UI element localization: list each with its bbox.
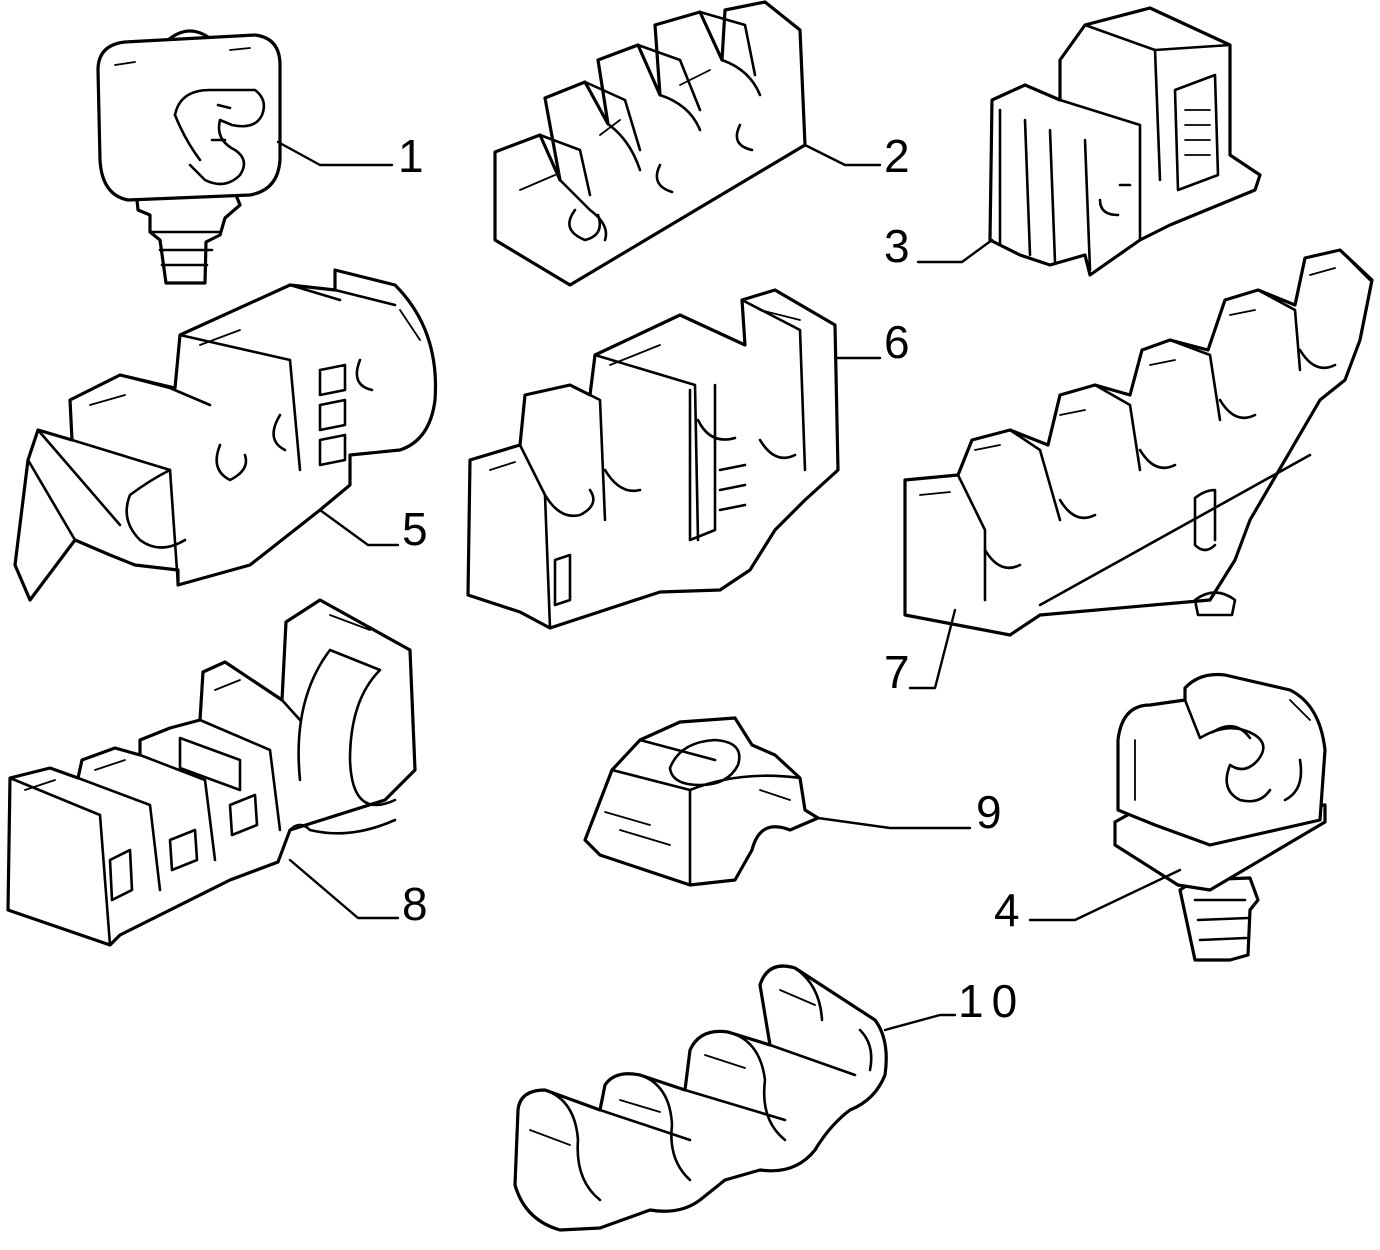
callout-10-label: 10 xyxy=(958,975,1025,1027)
callout-8-label: 8 xyxy=(402,878,428,930)
callout-7: 7 xyxy=(884,608,957,698)
callout-2-label: 2 xyxy=(884,130,910,182)
triple-pipe-bracket-icon xyxy=(466,288,840,630)
pin-clip-single-icon xyxy=(96,29,282,285)
triple-pipe-clip-icon xyxy=(493,0,807,287)
double-pipe-bracket-icon xyxy=(13,268,438,602)
callout-9-label: 9 xyxy=(976,786,1002,838)
callout-7-label: 7 xyxy=(884,646,910,698)
callout-1-label: 1 xyxy=(398,130,424,182)
callout-6-label: 6 xyxy=(884,316,910,368)
callout-3: 3 xyxy=(884,220,994,272)
callout-3-label: 3 xyxy=(884,220,910,272)
large-pipe-holder-icon xyxy=(6,598,417,947)
box-clip-icon xyxy=(988,6,1262,277)
callout-5: 5 xyxy=(318,503,428,555)
saddle-clamp-icon xyxy=(583,716,820,887)
double-spring-clip-icon xyxy=(513,964,888,1232)
callout-2: 2 xyxy=(803,130,910,182)
callout-4-label: 4 xyxy=(994,884,1020,936)
callout-4: 4 xyxy=(994,868,1182,936)
callout-5-label: 5 xyxy=(402,503,428,555)
callout-10: 10 xyxy=(883,975,1025,1032)
callout-8: 8 xyxy=(288,858,428,930)
callout-6: 6 xyxy=(836,316,910,368)
callout-1: 1 xyxy=(276,130,424,182)
pin-clip-plate-icon xyxy=(1113,672,1327,962)
callout-9: 9 xyxy=(816,786,1002,838)
quad-pipe-holder-icon xyxy=(903,248,1374,637)
